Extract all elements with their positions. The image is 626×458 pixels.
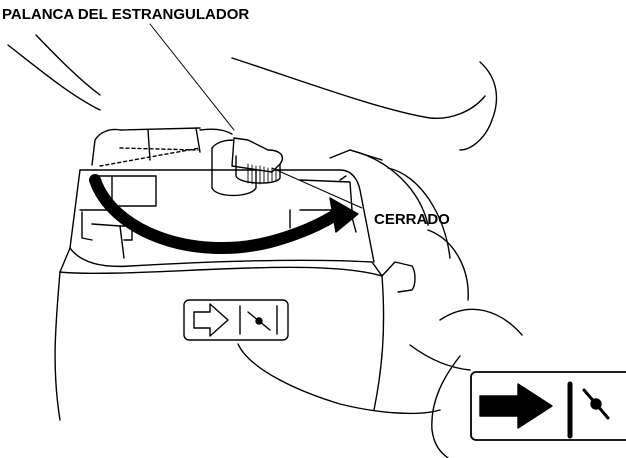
leader-lines (149, 23, 363, 209)
choke-decal-icon (183, 299, 289, 341)
left-latch (79, 175, 157, 259)
choke-lever-label: PALANCA DEL ESTRANGULADOR (2, 6, 250, 23)
closed-position-label: CERRADO (374, 211, 450, 228)
choke-decal-zoom-icon (431, 355, 626, 458)
cover-top (91, 127, 383, 167)
air-cleaner-cover (54, 169, 416, 421)
choke-lever[interactable] (211, 137, 284, 197)
rotation-arrow-icon (89, 174, 359, 255)
zoom-leader (237, 343, 441, 415)
